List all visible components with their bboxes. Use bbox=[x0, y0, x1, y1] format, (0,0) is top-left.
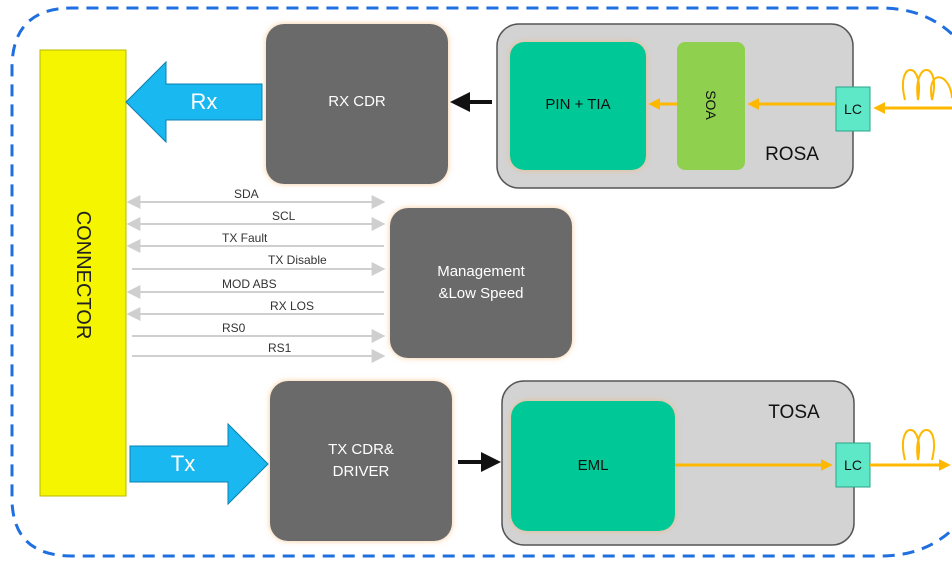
rx-cdr-label: RX CDR bbox=[328, 93, 386, 110]
tx-fiber-coil bbox=[902, 429, 935, 461]
tx-cdr-label-line1: TX CDR& bbox=[328, 441, 394, 458]
pin-tia-block bbox=[510, 42, 646, 170]
lc-tx-block bbox=[835, 442, 871, 488]
rx-cdr-block bbox=[266, 24, 448, 184]
management-label-line1: Management bbox=[437, 263, 525, 280]
management-label-line2: &Low Speed bbox=[438, 285, 524, 302]
signal-label-scl: SCL bbox=[272, 209, 296, 223]
soa-label: SOA bbox=[703, 90, 720, 120]
eml-block bbox=[511, 401, 675, 531]
rosa-label: ROSA bbox=[765, 143, 819, 165]
tx-cdr-block bbox=[270, 381, 452, 541]
connector-block bbox=[39, 49, 127, 497]
rx-data-arrow bbox=[125, 60, 263, 144]
signal-label-mod-abs: MOD ABS bbox=[222, 277, 277, 291]
signal-label-tx-fault: TX Fault bbox=[222, 231, 268, 245]
connector-label: CONNECTOR bbox=[72, 210, 94, 340]
lc-tx-label: LC bbox=[844, 456, 862, 473]
module-border bbox=[10, 6, 952, 558]
lc-rx-block bbox=[835, 86, 871, 132]
signal-label-rx-los: RX LOS bbox=[270, 299, 315, 313]
tosa-label: TOSA bbox=[768, 401, 820, 423]
signal-label-rs0: RS0 bbox=[222, 321, 246, 335]
lc-rx-label: LC bbox=[844, 100, 862, 117]
tx-arrow-label: Tx bbox=[170, 450, 196, 476]
tx-cdr-label-line2: DRIVER bbox=[332, 463, 390, 480]
management-block bbox=[390, 208, 572, 358]
soa-block bbox=[677, 42, 745, 170]
eml-label: EML bbox=[577, 457, 609, 474]
signal-label-tx-disable: TX Disable bbox=[268, 253, 327, 267]
signal-label-rs1: RS1 bbox=[268, 341, 292, 355]
pin-tia-label: PIN + TIA bbox=[545, 96, 611, 113]
rx-arrow-label: Rx bbox=[190, 88, 218, 114]
signal-label-sda: SDA bbox=[234, 187, 259, 201]
rx-fiber-coil bbox=[902, 69, 952, 101]
tx-data-arrow bbox=[129, 422, 269, 506]
